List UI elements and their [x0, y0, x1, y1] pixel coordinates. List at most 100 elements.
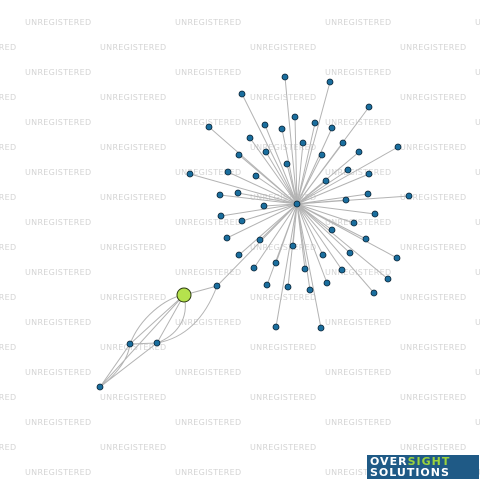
- entity-node[interactable]: [371, 210, 379, 218]
- entity-node[interactable]: [261, 121, 269, 129]
- edge-line: [264, 124, 298, 205]
- entity-node[interactable]: [234, 189, 242, 197]
- entity-node[interactable]: [328, 124, 336, 132]
- edge-line: [296, 203, 389, 280]
- edge-line: [296, 203, 376, 215]
- entity-node[interactable]: [350, 219, 358, 227]
- edge-line: [238, 154, 298, 205]
- entity-node[interactable]: [299, 139, 307, 147]
- edge-line: [296, 180, 327, 205]
- entity-node[interactable]: [235, 151, 243, 159]
- entity-node[interactable]: [223, 234, 231, 242]
- entity-node[interactable]: [323, 279, 331, 287]
- entity-node[interactable]: [393, 254, 401, 262]
- edge-line: [99, 294, 185, 388]
- entity-node[interactable]: [96, 383, 104, 391]
- entity-node[interactable]: [283, 160, 291, 168]
- edge-line: [189, 173, 298, 205]
- edge-line: [296, 203, 398, 259]
- edge-line: [281, 128, 298, 205]
- edge-line: [296, 173, 370, 205]
- entity-node[interactable]: [306, 286, 314, 294]
- edge-line: [296, 142, 344, 205]
- entity-node[interactable]: [394, 143, 402, 151]
- entity-node[interactable]: [262, 148, 270, 156]
- entity-node[interactable]: [317, 324, 325, 332]
- entity-node[interactable]: [301, 265, 309, 273]
- edge-line: [296, 203, 311, 291]
- edge-line: [296, 203, 355, 224]
- edge-line: [296, 122, 316, 205]
- logo-word-sight: SIGHT: [407, 455, 451, 468]
- entity-node[interactable]: [328, 226, 336, 234]
- entity-node[interactable]: [260, 202, 268, 210]
- entity-node[interactable]: [235, 251, 243, 259]
- node-group: [96, 73, 413, 391]
- entity-node[interactable]: [126, 340, 134, 348]
- edge-line: [241, 203, 298, 222]
- edge-line: [219, 194, 298, 205]
- logo-word-over: OVER: [370, 455, 408, 468]
- entity-node[interactable]: [362, 235, 370, 243]
- entity-node[interactable]: [311, 119, 319, 127]
- entity-node[interactable]: [346, 249, 354, 257]
- entity-node[interactable]: [246, 134, 254, 142]
- entity-node[interactable]: [342, 196, 350, 204]
- entity-node[interactable]: [365, 103, 373, 111]
- entity-node[interactable]: [278, 125, 286, 133]
- entity-node[interactable]: [216, 191, 224, 199]
- entity-node[interactable]: [238, 90, 246, 98]
- entity-node[interactable]: [263, 281, 271, 289]
- entity-node[interactable]: [252, 172, 260, 180]
- edge-line: [296, 193, 369, 205]
- entity-node[interactable]: [365, 170, 373, 178]
- entity-node[interactable]: [250, 264, 258, 272]
- edge-line: [253, 203, 298, 269]
- edge-line: [220, 203, 298, 217]
- edge-line: [226, 203, 298, 239]
- entity-node[interactable]: [318, 151, 326, 159]
- entity-node[interactable]: [355, 148, 363, 156]
- edge-line: [296, 142, 304, 205]
- edge-line: [266, 203, 298, 286]
- entity-node[interactable]: [238, 217, 246, 225]
- edge-line: [265, 151, 298, 205]
- entity-node[interactable]: [213, 282, 221, 290]
- edge-line: [296, 154, 323, 205]
- entity-node[interactable]: [339, 139, 347, 147]
- edge-line: [241, 93, 298, 205]
- edge-line: [296, 81, 331, 205]
- edge-curve: [156, 285, 218, 344]
- entity-node[interactable]: [364, 190, 372, 198]
- hub-node[interactable]: [293, 200, 301, 208]
- entity-node[interactable]: [205, 123, 213, 131]
- entity-node[interactable]: [272, 259, 280, 267]
- entity-node[interactable]: [319, 251, 327, 259]
- logo-word-solutions: SOLUTIONS: [370, 466, 450, 479]
- entity-node[interactable]: [344, 166, 352, 174]
- entity-node[interactable]: [272, 323, 280, 331]
- entity-node[interactable]: [338, 266, 346, 274]
- focus-node[interactable]: [176, 287, 192, 303]
- entity-node[interactable]: [186, 170, 194, 178]
- entity-node[interactable]: [281, 73, 289, 81]
- entity-node[interactable]: [370, 289, 378, 297]
- entity-node[interactable]: [224, 168, 232, 176]
- edge-line: [296, 203, 343, 271]
- entity-node[interactable]: [256, 236, 264, 244]
- edge-group: [99, 76, 410, 388]
- edge-line: [156, 294, 185, 344]
- entity-node[interactable]: [322, 177, 330, 185]
- entity-node[interactable]: [284, 283, 292, 291]
- entity-node[interactable]: [384, 275, 392, 283]
- entity-node[interactable]: [153, 339, 161, 347]
- entity-node[interactable]: [289, 242, 297, 250]
- entity-node[interactable]: [405, 192, 413, 200]
- edge-line: [238, 203, 298, 256]
- entity-node[interactable]: [291, 113, 299, 121]
- edge-line: [296, 203, 328, 284]
- entity-node[interactable]: [326, 78, 334, 86]
- edge-line: [275, 203, 298, 328]
- entity-node[interactable]: [217, 212, 225, 220]
